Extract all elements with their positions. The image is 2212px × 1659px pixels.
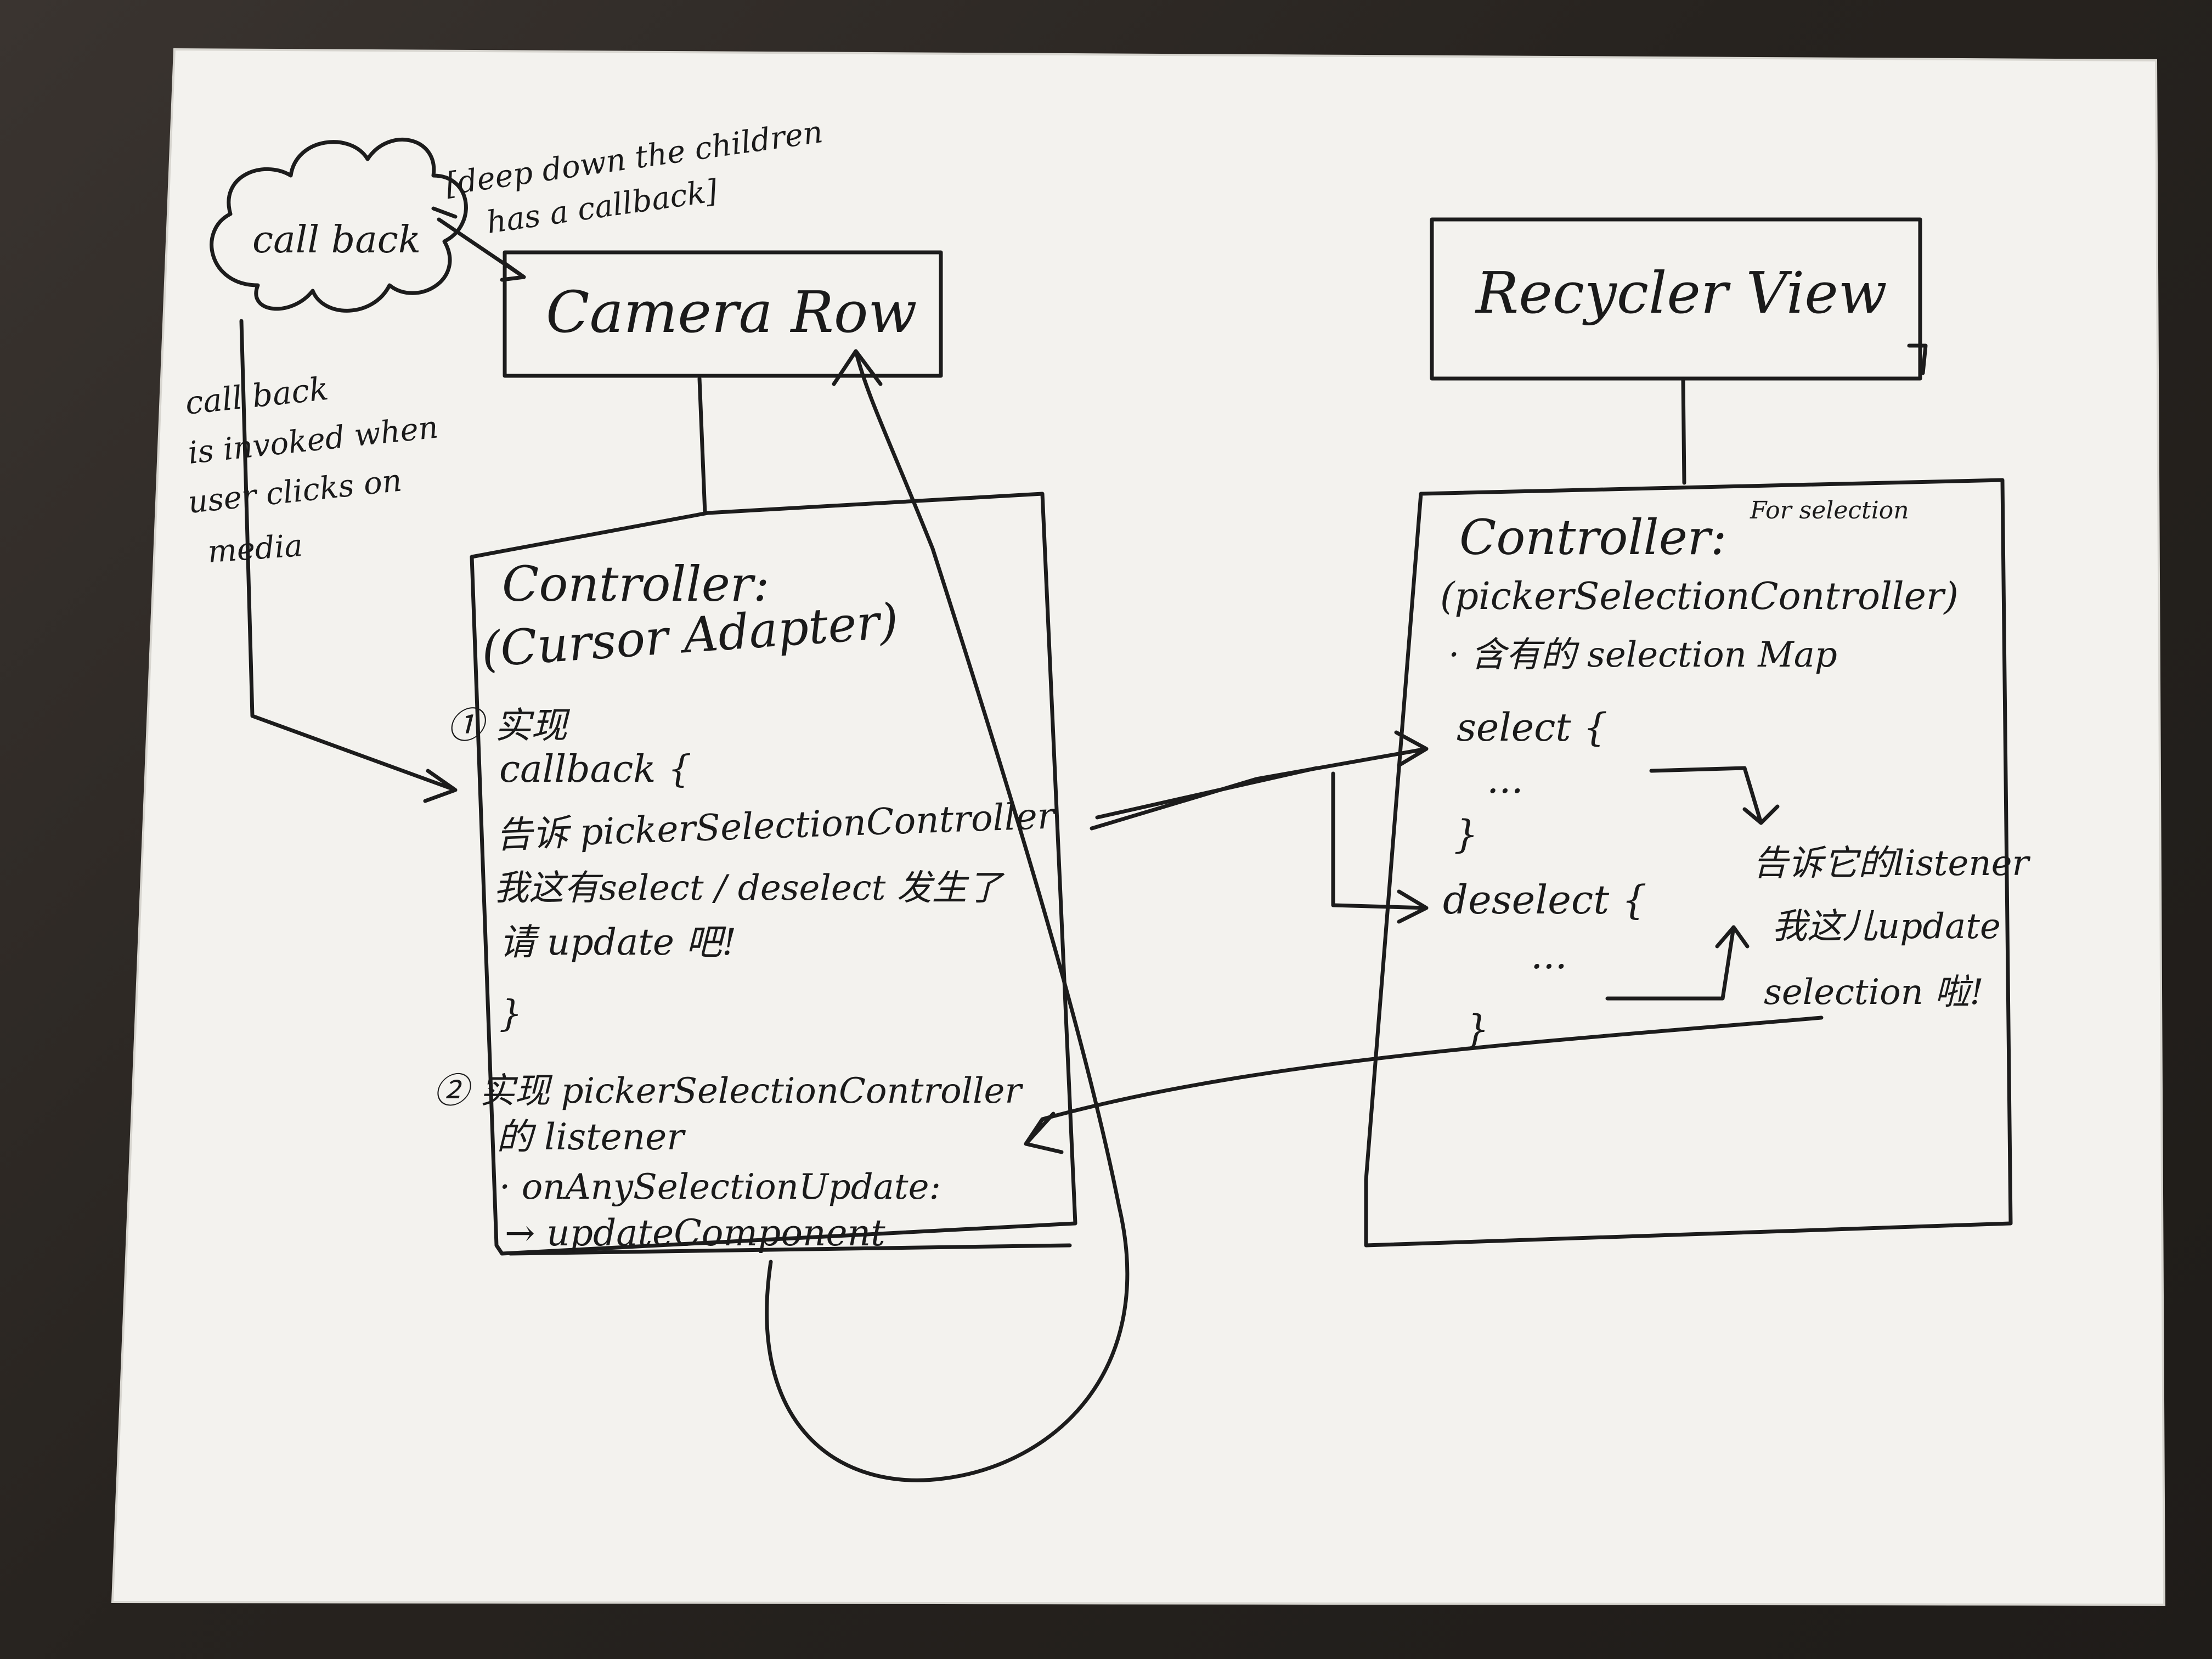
left-line-2: callback { <box>499 748 691 791</box>
right-controller-box <box>1364 478 2013 1248</box>
left-line-1: ① 实现 <box>447 704 571 747</box>
recycler-connector <box>1681 376 1686 485</box>
branch-to-deselect <box>1331 771 1429 924</box>
deselect-close: } <box>1465 1007 1489 1052</box>
cloud-label: call back <box>252 218 421 262</box>
left-line-7: ② 实现 pickerSelectionController <box>433 1071 1023 1111</box>
side-note-line3: selection 啦! <box>1764 972 1984 1013</box>
callback-cloud <box>210 138 468 313</box>
recycler-view-box <box>1430 217 1922 381</box>
update-loop-arrow <box>765 349 1130 1482</box>
tell-select-arrow <box>1090 730 1429 831</box>
right-controller-for-label: For selection <box>1750 496 1909 524</box>
select-close: } <box>1454 812 1479 857</box>
deselect-dots: ... <box>1531 933 1567 978</box>
select-dots: ... <box>1487 757 1523 802</box>
left-controller-title: Controller: <box>502 556 769 612</box>
camera-row-box <box>503 250 943 378</box>
right-controller-title: Controller: <box>1459 509 1726 566</box>
left-line-4: 我这有select / deselect 发生了 <box>494 868 1005 909</box>
right-controller-subtitle: (pickerSelectionController) <box>1440 575 1959 618</box>
cloud-note-arrow <box>437 217 526 282</box>
callback-note-line4: media <box>206 528 304 570</box>
left-line-5: 请 update 吧! <box>499 921 736 963</box>
side-note-line1: 告诉它的listener <box>1753 843 2030 884</box>
deselect-open: deselect { <box>1443 877 1647 923</box>
left-line-9: · onAnySelectionUpdate: <box>499 1167 941 1207</box>
side-note-line2: 我这儿update <box>1772 906 2001 947</box>
left-controller-box <box>470 492 1077 1256</box>
select-open: select { <box>1457 705 1607 750</box>
left-line-8: 的 listener <box>496 1116 686 1158</box>
recycler-view-title: Recycler View <box>1475 259 1887 326</box>
select-to-note-arrow <box>1649 766 1780 825</box>
selection-map-line: · 含有的 selection Map <box>1448 635 1837 675</box>
camera-row-connector <box>697 376 707 515</box>
deselect-to-note-arrow <box>1605 925 1750 1001</box>
callback-invoke-arrow <box>239 319 458 803</box>
left-line-10: → updateComponent <box>505 1212 885 1254</box>
camera-row-title: Camera Row <box>546 279 917 346</box>
left-line-6: } <box>499 992 522 1035</box>
paper-surface <box>112 49 2164 1605</box>
listener-return-arrow <box>1024 1015 1824 1154</box>
